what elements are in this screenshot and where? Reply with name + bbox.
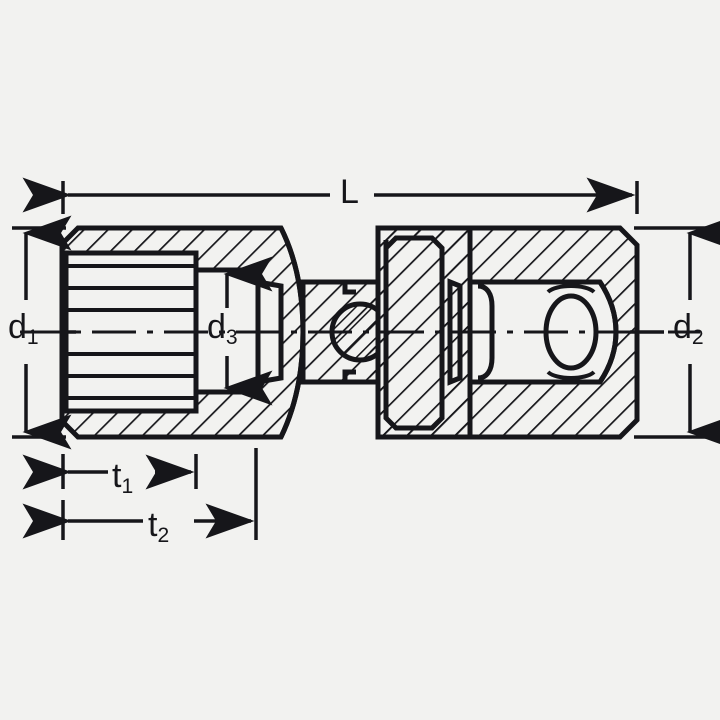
dimension-label-t1: t1 bbox=[112, 459, 133, 497]
dimension-label-d2-sub: 2 bbox=[691, 325, 704, 349]
dimension-label-d3-text: d bbox=[207, 308, 226, 346]
dimension-label-L-text: L bbox=[340, 173, 359, 211]
yoke-notch-top bbox=[342, 282, 356, 295]
dimension-t1 bbox=[22, 454, 198, 490]
dimension-label-t2-sub: 2 bbox=[157, 523, 170, 547]
dimension-label-d3-sub: 3 bbox=[225, 325, 238, 349]
square-drive-end-assembly bbox=[375, 225, 640, 440]
dimension-label-t2: t2 bbox=[148, 508, 169, 546]
dimension-d1 bbox=[12, 215, 76, 450]
dimension-label-d3: d3 bbox=[207, 310, 238, 348]
dimension-label-t1-sub: 1 bbox=[121, 474, 134, 498]
dimension-label-d2: d2 bbox=[673, 310, 704, 348]
dimension-t2 bbox=[22, 448, 258, 540]
dimension-label-d1: d1 bbox=[8, 310, 39, 348]
socket-end-assembly bbox=[59, 225, 306, 440]
dimension-d2 bbox=[630, 215, 720, 450]
dimension-label-t1-text: t bbox=[112, 457, 122, 495]
dimension-label-L: L bbox=[340, 175, 359, 209]
twelve-point-tooth-lines bbox=[66, 264, 196, 400]
dimension-label-d1-sub: 1 bbox=[26, 325, 39, 349]
detent-arc-bottom bbox=[546, 370, 596, 380]
dimension-L bbox=[22, 177, 639, 214]
detent-arc-top bbox=[546, 284, 596, 294]
dimension-label-d1-text: d bbox=[8, 308, 27, 346]
drive-end-outer-profile bbox=[375, 225, 640, 440]
dimension-label-t2-text: t bbox=[148, 506, 158, 544]
dimension-label-d2-text: d bbox=[673, 308, 692, 346]
yoke-notch-bottom bbox=[342, 369, 356, 382]
